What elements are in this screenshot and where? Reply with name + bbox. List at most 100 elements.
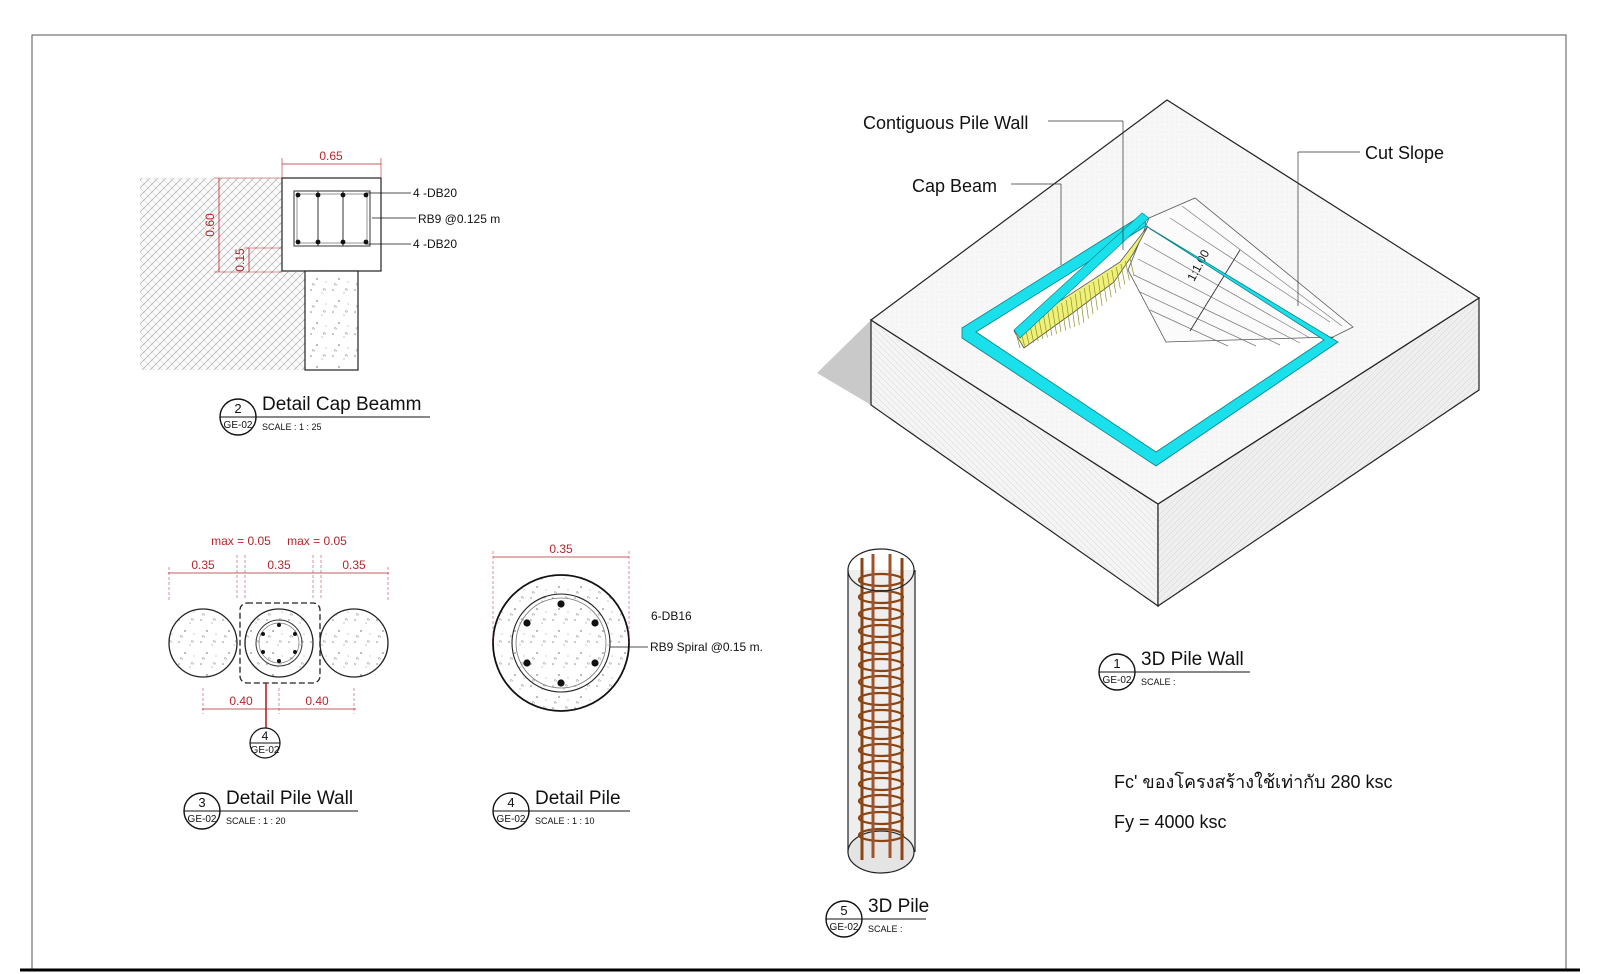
title-number: 1 (1113, 656, 1120, 671)
pile-stripe (1065, 299, 1071, 329)
rebar-dot (591, 659, 599, 667)
pile-stripe (1093, 281, 1098, 311)
title-number: 2 (234, 401, 241, 416)
note-fc: Fc' ของโครงสร้างใช้เท่ากับ 280 ksc (1114, 771, 1393, 792)
label-stirrups: RB9 @0.125 m (418, 212, 500, 226)
title-sheet: GE-02 (497, 814, 526, 825)
rebar-dot (293, 650, 297, 654)
pile-stripe (1125, 260, 1130, 281)
detail-pile-wall: max = 0.05 max = 0.05 0.35 0.35 0.35 0.4… (168, 534, 389, 830)
title-number: 3 (198, 795, 205, 810)
pile-stripe (1079, 290, 1085, 323)
rebar-dot (277, 623, 281, 627)
rebar-dot (293, 632, 297, 636)
rebar-dot (557, 679, 565, 687)
label-main-bars: 6-DB16 (651, 609, 692, 623)
callout-number: 4 (262, 729, 269, 743)
dim-max-left: max = 0.05 (211, 534, 271, 548)
label-cap-beam: Cap Beam (912, 176, 997, 196)
cap-beam-top-strip (1013, 212, 1150, 339)
pile-cylinder-bottom (847, 830, 915, 874)
title-sheet: GE-02 (224, 420, 253, 431)
soil-hatch (140, 178, 305, 370)
sheet-border (31, 34, 1567, 972)
pile-stripe (1052, 308, 1057, 334)
title-sheet: GE-02 (830, 922, 859, 933)
pile-section (492, 574, 630, 712)
pile-stripe (1102, 275, 1107, 302)
pile-stripe (1038, 317, 1044, 340)
title-number: 4 (507, 795, 514, 810)
stirrup (293, 190, 371, 247)
stirrup-inner (296, 193, 368, 244)
title-scale: SCALE : 1 : 10 (535, 816, 595, 826)
title-scale: SCALE : 1 : 20 (226, 816, 286, 826)
pile-stripe (1088, 284, 1094, 315)
slope-ratio-line (1189, 249, 1241, 332)
title-scale: SCALE : 1 : 25 (262, 422, 322, 432)
title-name: Detail Cap Beamm (262, 394, 421, 415)
dim-s1: 0.40 (229, 694, 253, 708)
dim-lower: 0.15 (233, 248, 247, 272)
title-name: Detail Pile (535, 788, 621, 809)
rebar-dot (315, 192, 321, 198)
pile-circle (319, 608, 389, 678)
rebar-dot (591, 619, 599, 627)
material-notes: Fc' ของโครงสร้างใช้เท่ากับ 280 ksc Fy = … (1114, 771, 1393, 832)
pile-cylinder-top (847, 548, 915, 592)
pile-zone-dashed (239, 602, 321, 684)
label-spiral: RB9 Spiral @0.15 m. (650, 640, 763, 654)
spiral (511, 593, 611, 693)
dim-s2: 0.40 (305, 694, 329, 708)
pile-stripe (1129, 257, 1135, 277)
pile-stripe (1061, 302, 1066, 331)
rebar-dot (363, 192, 369, 198)
pile-circle-center (244, 608, 314, 678)
spiral-inner (515, 597, 607, 689)
dim-height: 0.60 (203, 213, 217, 237)
pile-stripe (1115, 266, 1121, 289)
rebar-dot (363, 239, 369, 245)
dim-w2: 0.35 (267, 558, 291, 572)
title-sheet: GE-02 (188, 814, 217, 825)
detail-cap-beam: 0.65 0.60 0.15 4 -DB20 RB9 @0.125 m 4 -D… (140, 149, 500, 436)
title-sheet: GE-02 (1103, 675, 1132, 686)
pile-stripe (1074, 293, 1080, 326)
pile-3d: 5 GE-02 3D Pile SCALE : (825, 548, 929, 938)
pile-stripe (1084, 287, 1089, 319)
title-scale: SCALE : (868, 924, 903, 934)
dim-w3: 0.35 (342, 558, 366, 572)
dim-diameter: 0.35 (549, 542, 573, 556)
pile-stripes (1015, 257, 1135, 349)
title-scale: SCALE : (1141, 677, 1176, 687)
title-name: 3D Pile Wall (1141, 649, 1244, 670)
rebar-dot (277, 659, 281, 663)
pile-wall-3d: 1:1.00 Contiguous Pile Wall Cap Beam Cut… (817, 99, 1481, 691)
pile-circle (168, 608, 238, 678)
pile-stripe (1106, 272, 1112, 298)
rebar-dot (523, 619, 531, 627)
label-cut-slope: Cut Slope (1365, 143, 1444, 163)
pile-stripe (1120, 263, 1126, 285)
pile-stripe (1047, 311, 1053, 336)
rebar-dot (295, 192, 301, 198)
rebar-dot (261, 632, 265, 636)
rebar-dot (261, 650, 265, 654)
title-number: 5 (840, 903, 847, 918)
detail-pile: 0.35 6-DB16 RB9 Spiral @0.15 m. 4 GE-02 … (492, 542, 763, 830)
pile-stripe (1070, 296, 1076, 327)
rebar-dot (315, 239, 321, 245)
pile-stripe (1015, 332, 1021, 349)
title-name: Detail Pile Wall (226, 788, 353, 809)
rebar-dot (557, 600, 565, 608)
label-contiguous: Contiguous Pile Wall (863, 113, 1028, 133)
title-name: 3D Pile (868, 896, 929, 917)
rebar-dot (340, 239, 346, 245)
dim-max-right: max = 0.05 (287, 534, 347, 548)
callout-sheet: GE-02 (251, 745, 280, 756)
spiral (255, 619, 303, 667)
pile-stripe (1097, 278, 1103, 306)
pile-stripe (1043, 314, 1048, 338)
dim-width: 0.65 (319, 149, 343, 163)
